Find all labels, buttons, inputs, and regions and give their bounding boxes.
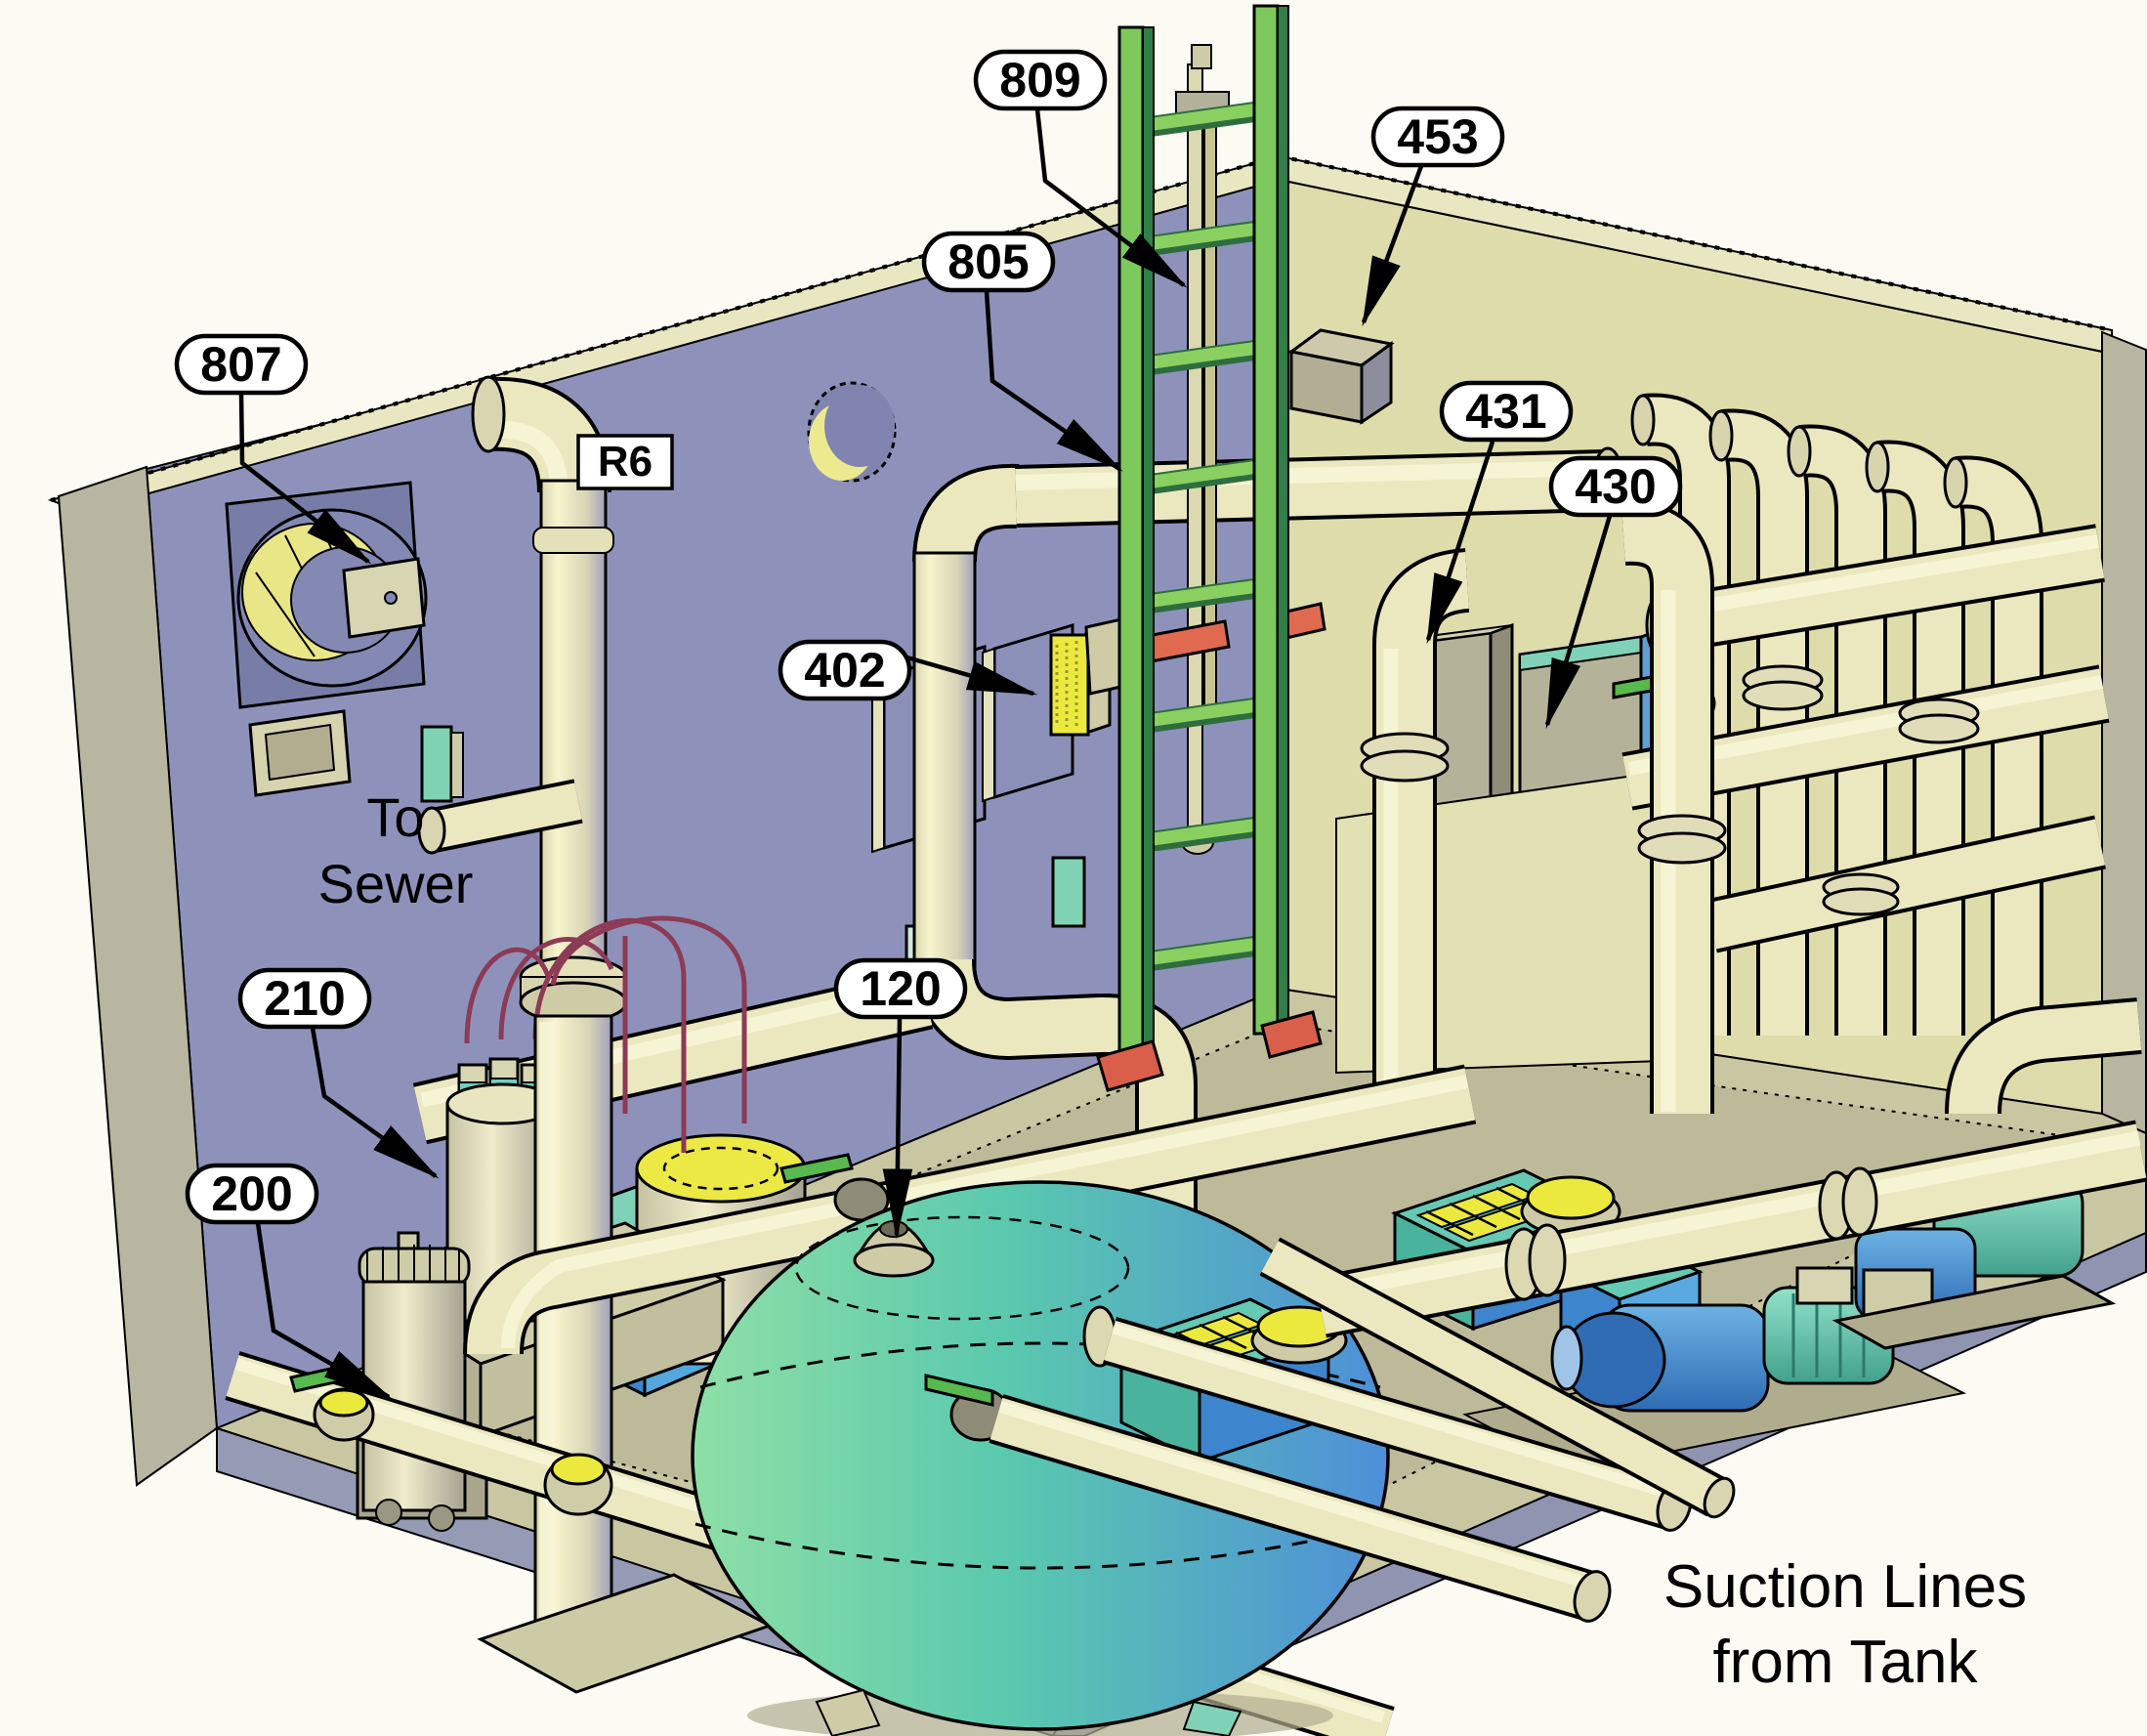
- text-annotations: To Sewer Suction Lines from Tank: [318, 786, 2027, 1696]
- callout-809: 809: [973, 49, 1108, 111]
- wall-exhaust-fan: [225, 481, 464, 803]
- leader-430: [1544, 515, 1613, 730]
- wall-junction-box-453: [1287, 328, 1395, 425]
- front-strainer-train: [1117, 1120, 2147, 1464]
- chemical-tubing: [464, 915, 747, 1153]
- callout-200: 200: [185, 1163, 319, 1225]
- valve-yellow-1: [318, 1388, 369, 1418]
- sewer-stub-open-end: [417, 806, 446, 855]
- callout-430: 430: [1548, 455, 1683, 518]
- manifold-riser-4: [1865, 440, 1965, 1036]
- callout-210-label: 210: [264, 971, 345, 1026]
- manifold-riser-3: [1787, 424, 1887, 1036]
- ladder-rail-right: [1252, 4, 1280, 1036]
- suction-lines: [924, 1237, 1736, 1623]
- label-suction-lines-line1: Suction Lines: [1663, 1553, 2027, 1621]
- ladder-rail-left: [1117, 25, 1145, 1067]
- valve-yellow-2: [550, 1453, 607, 1486]
- leader-807: [238, 393, 372, 565]
- suction-line-1-end: [1573, 1570, 1612, 1623]
- porthole: [807, 381, 897, 483]
- pipe-manifold: [1612, 393, 2110, 1036]
- callout-807-label: 807: [200, 337, 281, 392]
- wall-device-teal: [420, 725, 453, 803]
- callout-431: 431: [1439, 380, 1574, 443]
- callout-402-label: 402: [804, 643, 885, 698]
- callout-430-label: 430: [1575, 459, 1656, 514]
- callout-805-label: 805: [947, 234, 1029, 289]
- callout-805: 805: [921, 231, 1056, 293]
- label-to-sewer-line1: To: [366, 786, 424, 848]
- chemical-tank-lid: [635, 1133, 807, 1204]
- callout-807: 807: [174, 333, 309, 396]
- leader-453: [1361, 165, 1424, 327]
- leader-805: [984, 290, 1123, 472]
- callout-809-label: 809: [999, 53, 1080, 107]
- ladder-foot-left: [1096, 1039, 1164, 1092]
- manifold-flanges: [1742, 664, 1980, 916]
- callout-210: 210: [237, 967, 372, 1030]
- tag-r6: R6: [576, 434, 674, 490]
- callout-402: 402: [778, 639, 912, 701]
- ladder-rungs: [1122, 99, 1283, 974]
- strainer-lid-yellow: [1526, 1175, 1616, 1220]
- filter-canister-200: [358, 1231, 471, 1532]
- callout-453-label: 453: [1397, 109, 1478, 164]
- leader-431: [1425, 441, 1495, 645]
- access-ladder: [1084, 4, 1326, 1092]
- label-to-sewer-line2: Sewer: [318, 853, 474, 914]
- callout-120: 120: [833, 957, 968, 1020]
- ladder-foot-right: [1260, 1010, 1323, 1059]
- leader-402: [903, 654, 1038, 697]
- tag-r6-label: R6: [598, 438, 653, 486]
- callouts: 807 809 805 453 402 431 430 210: [174, 49, 1683, 1225]
- callout-431-label: 431: [1465, 384, 1546, 439]
- wall-device-small-teal: [1051, 856, 1086, 928]
- leader-809: [1034, 108, 1188, 288]
- callout-200-label: 200: [211, 1166, 292, 1221]
- callout-453: 453: [1370, 106, 1505, 168]
- valve-lever-green-mid: [779, 1153, 854, 1184]
- manifold-riser-2: [1708, 408, 1809, 1036]
- left-wall-top-edge: [50, 154, 1281, 502]
- leader-210: [310, 1027, 440, 1179]
- callout-leaders: [238, 108, 1613, 1400]
- right-wall-top-edge: [1279, 154, 2113, 332]
- suction-line-3-end: [1703, 1476, 1736, 1519]
- manifold-riser-1: [1630, 393, 1731, 1036]
- leader-200: [255, 1222, 393, 1400]
- mid-transfer-pipe: [463, 1064, 1477, 1356]
- device-402-body: [1049, 633, 1090, 737]
- label-suction-lines-line2: from Tank: [1712, 1629, 1978, 1696]
- leader-120: [882, 1017, 913, 1240]
- callout-120-label: 120: [860, 961, 941, 1016]
